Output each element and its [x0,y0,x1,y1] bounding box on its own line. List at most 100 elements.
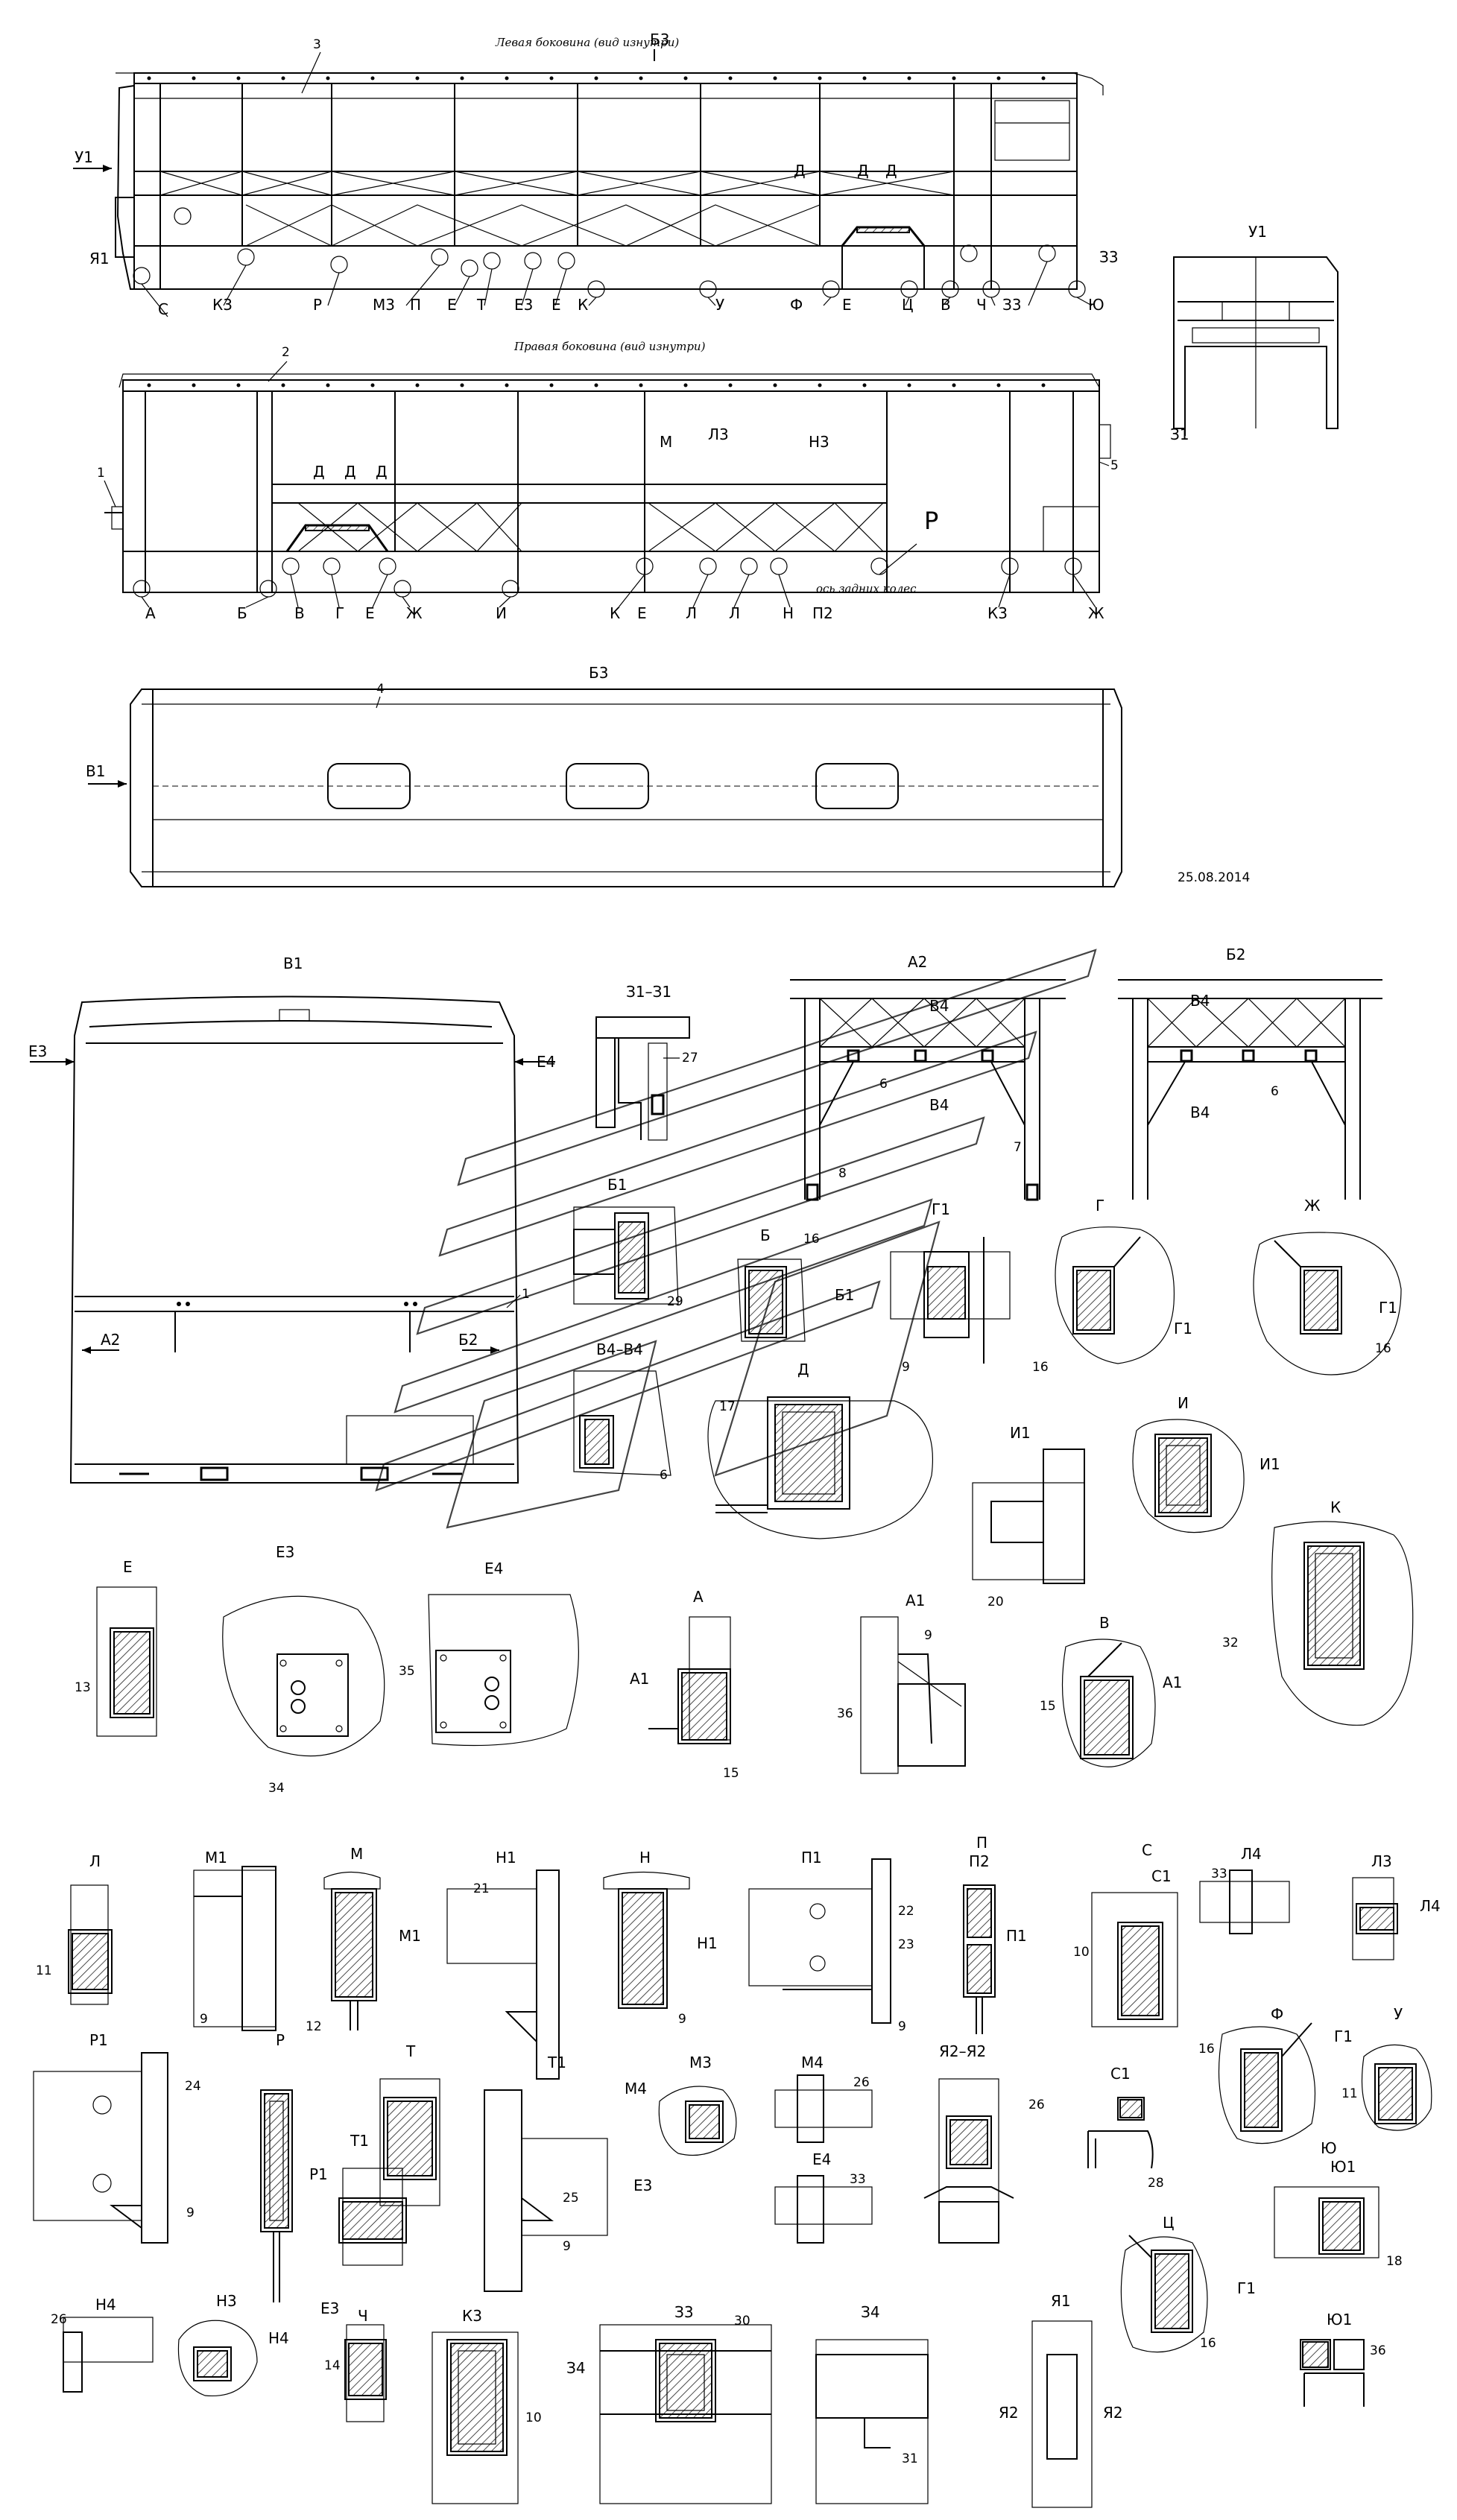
detail-yu1-title: Ю1 [1327,2311,1352,2329]
part-12-label: 12 [306,2019,322,2034]
lbl-r-3: В [294,604,305,622]
section-b2: Б2 6 В4 В4 [1118,946,1382,1200]
lbl-l-9: Е [551,296,561,314]
roof-view-b3: Б3 4 В1 25.08.2014 [86,664,1250,887]
part-26-m4-label: 26 [853,2075,870,2090]
detail-e3-title: Е3 [276,1543,294,1561]
part-1-label: 1 [97,466,105,481]
left-side-title: Левая боковина (вид изнутри) [495,36,679,49]
part-1-front-label: 1 [522,1287,530,1302]
part-33-l4-label: 33 [1211,1867,1227,1881]
lbl-l-3: Р [313,296,322,314]
arrow-b2-label: Б2 [458,1331,478,1349]
details-row-6: Р1 24 9 Р Р1 Т Т1 Т1 25 9 М3 М4 М4 26 [33,2031,1403,2302]
part-6-b2-label: 6 [1271,1084,1279,1099]
detail-t-title: Т [405,2042,416,2060]
part-14-label: 14 [324,2358,341,2373]
detail-l-title: Л [89,1852,101,1870]
detail-v-arrow-a1: А1 [1163,1674,1182,1691]
view-b3-arrow-label: Б3 [650,31,669,48]
detail-v-title: В [1099,1614,1110,1632]
lbl-l-8: Е3 [514,296,533,314]
part-20-label: 20 [987,1595,1004,1609]
part-24-label: 24 [185,2079,201,2094]
detail-m3-title: М3 [689,2054,712,2071]
detail-t-arrow: Т1 [350,2132,369,2150]
detail-f-title: Ф [1271,2005,1283,2023]
lbl-l-d1: Д [794,162,806,180]
part-9-g1-label: 9 [902,1360,910,1375]
detail-a1-title: А1 [906,1592,925,1609]
part-10-k3-label: 10 [525,2410,542,2425]
lbl-r-7: И [496,604,507,622]
right-side-title: Правая боковина (вид изнутри) [513,340,706,353]
detail-ts-title: Ц [1163,2214,1175,2232]
section-a2-title: А2 [908,953,927,971]
lbl-r-5: Е [365,604,375,622]
detail-g1-title: Г1 [932,1200,950,1218]
part-30-label: 30 [734,2314,750,2329]
part-32-label: 32 [1222,1636,1239,1650]
part-35-label: 35 [399,1664,415,1679]
part-16-b-label: 16 [803,1232,820,1247]
detail-m4-title: М4 [801,2054,824,2071]
detail-z3-arrow: З4 [566,2359,586,2377]
front-view-v1: В1 Е3 Е4 А2 Б2 1 [28,955,555,1484]
lbl-r-11: Л [729,604,740,622]
detail-yu-title: Ю [1321,2139,1337,2157]
detail-s-title: С [1142,1841,1152,1859]
detail-n1-title: Н1 [496,1849,516,1867]
detail-a-title: А [693,1588,704,1606]
part-5-label: 5 [1110,458,1119,473]
part-25-label: 25 [563,2191,579,2206]
part-36-label: 36 [837,1706,853,1721]
detail-ch-title: Ч [358,2307,368,2325]
details-row-4: Е 13 Е3 34 Е4 35 А 15 А1 А1 9 36 В [75,1543,1182,1796]
details-row-7: 26 Н4 Н3 Н4 Е3 Е3 Е4 33 Ч 14 К3 10 З3 [51,2150,1386,2508]
part-22-label: 22 [898,1904,914,1919]
lbl-l-d3: Д [885,162,897,180]
left-side-frame: Левая боковина (вид изнутри) Б3 [73,31,1119,318]
detail-a-arrow-a1: А1 [630,1670,649,1688]
detail-e3-small-title: Е3 [320,2299,339,2317]
arrow-a2-label: А2 [101,1331,120,1349]
part-8-label: 8 [838,1166,847,1181]
part-9-m1-label: 9 [200,2012,208,2027]
part-11-u-label: 11 [1341,2086,1358,2101]
front-view-title: В1 [283,955,303,972]
part-2-label: 2 [282,345,290,360]
detail-i1-title: И1 [1010,1424,1031,1442]
lbl-l-12: Ф [790,296,803,314]
lbl-r-r: Р [924,507,938,535]
detail-ya1-arrow-r: Я2 [1103,2404,1123,2422]
detail-ya1-title: Я1 [1051,2292,1071,2310]
rear-axle-note: ось задних колес [816,582,917,595]
detail-z3-title: З3 [674,2303,694,2321]
part-6-v4-label: 6 [660,1468,668,1483]
detail-r1-title: Р1 [89,2031,108,2049]
detail-z4-title: З4 [861,2303,880,2321]
section-a2: А2 6 7 8 В4 В4 [790,953,1066,1201]
detail-e4-small-title: Е4 [812,2150,831,2168]
lbl-l-17: З3 [1002,296,1022,314]
details-row-5: Л 11 М1 9 М 12 М1 Н1 21 Н 9 Н1 П1 22 [36,1834,1441,2080]
part-9-t1-label: 9 [563,2239,571,2254]
detail-v4v4-title: В4–В4 [596,1340,643,1358]
part-16-zh-label: 16 [1375,1341,1391,1356]
view-u1-title: У1 [1248,223,1267,241]
detail-p-arrow: П1 [1006,1927,1027,1945]
detail-f-arrow: Г1 [1334,2027,1353,2045]
detail-l4-title: Л4 [1241,1845,1262,1863]
detail-zh-arrow: Г1 [1379,1299,1397,1317]
detail-n3-arrow: Н4 [268,2329,289,2347]
detail-m3-arrow: М4 [625,2080,647,2098]
part-28-label: 28 [1148,2176,1164,2191]
right-side-frame: Правая боковина (вид изнутри) [97,340,1119,622]
detail-t1-title: Т1 [547,2054,566,2071]
detail-i-title: И [1178,1394,1189,1412]
details-row-2: Б1 29 В4–В4 6 Б 16 Б1 Г1 9 Д 17 Г [573,1176,1402,1539]
lbl-r-6: Ж [406,604,423,622]
lbl-r-2: Б [237,604,247,622]
lbl-l-15: В [941,296,951,314]
